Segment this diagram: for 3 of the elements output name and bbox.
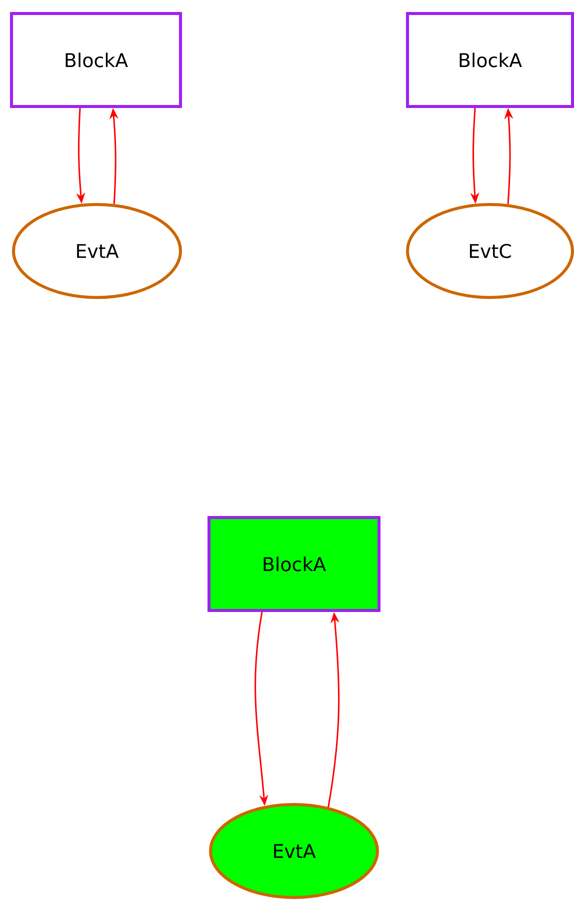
process-box: BlockA <box>406 12 574 108</box>
process-box: BlockA <box>10 12 182 108</box>
process-box: BlockA <box>208 516 380 612</box>
